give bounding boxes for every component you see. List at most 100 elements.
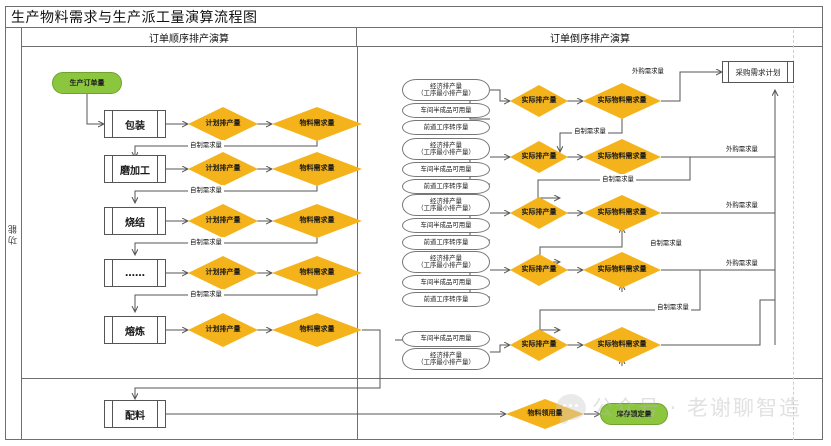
cylinder-sublabel: （工序最小排产量） — [417, 89, 475, 97]
cylinder-wip-available-2[interactable]: 车间半成品可用量 — [402, 162, 490, 177]
diamond-label: 计划排产量 — [205, 216, 241, 225]
edge-label-self-made-r1: 自制需求量 — [572, 126, 608, 135]
watermark: 公众号 · 老谢聊智造 — [556, 392, 803, 424]
diamond-actual-output-2[interactable]: 实际排产量 — [510, 141, 568, 173]
edge-label-self-made-3: 自制需求量 — [188, 237, 224, 246]
cylinder-sublabel: （工序最小排产量） — [417, 358, 475, 366]
process-box-ellipsis[interactable]: …… — [104, 259, 166, 287]
diamond-material-demand-2[interactable]: 物料需求量 — [272, 152, 362, 186]
diamond-plan-output-3[interactable]: 计划排产量 — [188, 204, 258, 238]
page-title: 生产物料需求与生产派工量演算流程图 — [11, 9, 258, 26]
cylinder-prev-transfer-2[interactable]: 前道工序转序量 — [402, 179, 490, 194]
diamond-label: 实际物料需求量 — [597, 96, 647, 105]
lane-label-text: 功能 — [8, 223, 19, 245]
edge-label-purchased-2: 外购需求量 — [724, 144, 760, 153]
watermark-text: 公众号 · 老谢聊智造 — [592, 396, 803, 420]
process-box-grinding[interactable]: 磨加工 — [104, 155, 166, 183]
diamond-material-demand-3[interactable]: 物料需求量 — [272, 204, 362, 238]
diamond-label: 计划排产量 — [205, 119, 241, 128]
edge-label-purchased-4: 外购需求量 — [724, 258, 760, 267]
cylinder-label: 经济排产量 — [430, 81, 462, 90]
cylinder-economic-output-2[interactable]: 经济排产量 （工序最小排产量） — [402, 138, 490, 160]
cylinder-prev-transfer-4[interactable]: 前道工序转序量 — [402, 292, 490, 307]
cylinder-prev-transfer-3[interactable]: 前道工序转序量 — [402, 235, 490, 250]
edge-label-self-made-r4: 自制需求量 — [655, 302, 691, 311]
diamond-label: 实际物料需求量 — [597, 265, 647, 274]
edge-label-self-made-4: 自制需求量 — [188, 289, 224, 298]
cylinder-wip-available-5[interactable]: 车间半成品可用量 — [402, 331, 490, 347]
diamond-actual-material-demand-3[interactable]: 实际物料需求量 — [583, 195, 661, 231]
diamond-actual-material-demand-5[interactable]: 实际物料需求量 — [583, 327, 661, 363]
diamond-label: 计划排产量 — [205, 164, 241, 173]
edge-label-purchased-1: 外购需求量 — [630, 66, 666, 75]
diamond-actual-material-demand-2[interactable]: 实际物料需求量 — [583, 139, 661, 175]
process-box-sintering[interactable]: 烧结 — [104, 207, 166, 235]
diamond-label: 实际排产量 — [521, 152, 557, 161]
edge-label-self-made-r3: 自制需求量 — [648, 238, 684, 247]
diamond-plan-output-2[interactable]: 计划排产量 — [188, 152, 258, 186]
terminator-stock-lock[interactable]: 库存锁定量 — [600, 403, 668, 425]
edge-label-purchased-3: 外购需求量 — [724, 200, 760, 209]
diamond-actual-output-1[interactable]: 实际排产量 — [510, 85, 568, 117]
bottom-lane-divider — [22, 378, 823, 379]
terminator-start[interactable]: 生产订单量 — [52, 72, 122, 94]
diagram-frame — [5, 6, 823, 440]
diamond-label: 物料需求量 — [299, 164, 335, 173]
diamond-actual-material-demand-1[interactable]: 实际物料需求量 — [583, 83, 661, 119]
diamond-label: 物料需求量 — [299, 268, 335, 277]
diamond-material-demand-5[interactable]: 物料需求量 — [272, 313, 362, 347]
process-box-packaging[interactable]: 包装 — [104, 110, 166, 138]
diamond-label: 计划排产量 — [205, 268, 241, 277]
diamond-label: 物料需求量 — [299, 325, 335, 334]
diamond-material-demand-4[interactable]: 物料需求量 — [272, 256, 362, 290]
cylinder-wip-available-3[interactable]: 车间半成品可用量 — [402, 218, 490, 233]
edge-label-self-made-2: 自制需求量 — [188, 185, 224, 194]
edge-label-self-made-r2: 自制需求量 — [600, 174, 636, 183]
cylinder-economic-output-4[interactable]: 经济排产量 （工序最小排产量） — [402, 251, 490, 273]
wechat-icon — [556, 394, 586, 424]
watermark-guide — [793, 30, 794, 440]
diamond-label: 实际物料需求量 — [597, 152, 647, 161]
cylinder-sublabel: （工序最小排产量） — [417, 261, 475, 269]
diamond-plan-output-5[interactable]: 计划排产量 — [188, 313, 258, 347]
cylinder-label: 经济排产量 — [430, 140, 462, 149]
diamond-label: 实际物料需求量 — [597, 208, 647, 217]
process-box-smelting[interactable]: 熔炼 — [104, 316, 166, 344]
diamond-label: 计划排产量 — [205, 325, 241, 334]
process-box-blending[interactable]: 配料 — [104, 400, 166, 428]
cylinder-label: 经济排产量 — [430, 253, 462, 262]
diamond-label: 实际排产量 — [521, 96, 557, 105]
diamond-label: 实际排产量 — [521, 265, 557, 274]
diamond-material-demand-1[interactable]: 物料需求量 — [272, 107, 362, 141]
cylinder-wip-available-4[interactable]: 车间半成品可用量 — [402, 275, 490, 290]
cylinder-sublabel: （工序最小排产量） — [417, 148, 475, 156]
cylinder-economic-output-3[interactable]: 经济排产量 （工序最小排产量） — [402, 194, 490, 216]
lane-label-function: 功能 — [5, 28, 22, 440]
column-header-right: 订单倒序排产演算 — [357, 28, 823, 47]
edge-label-self-made-1: 自制需求量 — [188, 140, 224, 149]
cylinder-label: 经济排产量 — [430, 350, 462, 359]
diamond-actual-output-4[interactable]: 实际排产量 — [510, 254, 568, 286]
diamond-actual-output-3[interactable]: 实际排产量 — [510, 197, 568, 229]
cylinder-prev-transfer-1[interactable]: 前道工序转序量 — [402, 120, 490, 135]
diamond-actual-output-5[interactable]: 实际排产量 — [510, 329, 568, 361]
cylinder-economic-output-1[interactable]: 经济排产量 （工序最小排产量） — [402, 79, 490, 101]
diamond-label: 物料需求量 — [299, 216, 335, 225]
diamond-label: 实际排产量 — [521, 340, 557, 349]
diamond-plan-output-4[interactable]: 计划排产量 — [188, 256, 258, 290]
diamond-label: 实际排产量 — [521, 208, 557, 217]
process-box-purchase-plan[interactable]: 采购需求计划 — [722, 61, 794, 83]
column-divider — [357, 47, 358, 440]
cylinder-economic-output-5[interactable]: 经济排产量 （工序最小排产量） — [402, 348, 490, 370]
cylinder-wip-available-1[interactable]: 车间半成品可用量 — [402, 103, 490, 118]
diamond-label: 实际物料需求量 — [597, 340, 647, 349]
diamond-plan-output-1[interactable]: 计划排产量 — [188, 107, 258, 141]
diamond-label: 物料需求量 — [299, 119, 335, 128]
diamond-label: 物料领用量 — [527, 409, 563, 418]
diamond-material-issue[interactable]: 物料领用量 — [506, 399, 584, 429]
diamond-actual-material-demand-4[interactable]: 实际物料需求量 — [583, 252, 661, 288]
column-header-left: 订单顺序排产演算 — [22, 28, 357, 47]
cylinder-label: 经济排产量 — [430, 196, 462, 205]
cylinder-sublabel: （工序最小排产量） — [417, 204, 475, 212]
